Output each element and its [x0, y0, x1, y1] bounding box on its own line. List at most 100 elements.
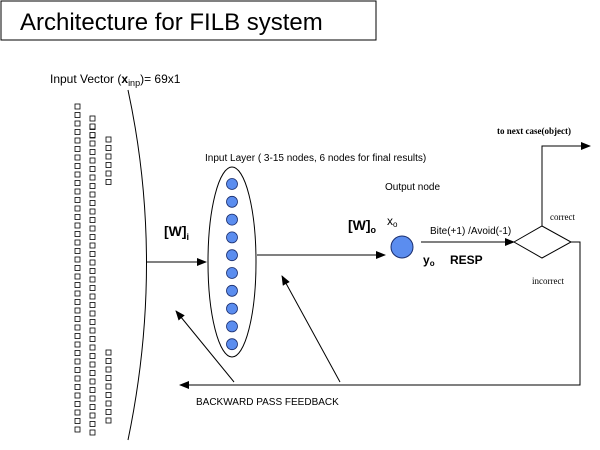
- input-vector-square: [74, 333, 81, 339]
- input-vector-square: [74, 299, 81, 305]
- input-vector-square: [74, 129, 81, 135]
- input-vector-square: [89, 276, 96, 283]
- input-vector-square: [74, 384, 81, 390]
- input-vector-square: [74, 248, 81, 254]
- input-vector-square: [105, 179, 112, 185]
- resp-label: RESP: [450, 253, 483, 267]
- input-vector-square: [89, 378, 96, 385]
- input-vector-square: [74, 375, 81, 382]
- input-vector-square: [74, 426, 81, 433]
- input-vector-square: [89, 259, 96, 266]
- correct-path-arrow: [541, 142, 591, 226]
- input-vector-square: [74, 290, 81, 297]
- input-vector-square: [89, 361, 96, 368]
- input-layer-ellipse: [207, 166, 257, 358]
- input-vector-square: [89, 242, 96, 249]
- input-vector-square: [89, 421, 96, 427]
- input-vector-square: [105, 417, 112, 424]
- input-vector-square: [74, 163, 81, 169]
- input-layer-nodes: [226, 178, 238, 351]
- input-vector-square: [89, 132, 96, 138]
- input-vector-square: [89, 327, 96, 334]
- input-vector-squares: [74, 103, 112, 436]
- input-vector-square: [89, 166, 96, 172]
- input-layer-node: [226, 249, 238, 262]
- input-vector-square: [105, 349, 112, 356]
- input-layer-node: [226, 302, 238, 315]
- input-vector-bracket: [127, 89, 147, 441]
- input-vector-square: [105, 383, 112, 390]
- input-layer-node: [226, 213, 238, 226]
- input-vector-label: Input Vector (xinp)= 69x1: [50, 72, 181, 88]
- feedback-label: BACKWARD PASS FEEDBACK: [196, 397, 339, 408]
- input-vector-square: [74, 188, 81, 195]
- input-vector-square: [74, 265, 81, 271]
- title-box: [0, 0, 377, 41]
- feedback-to-output-weights-arrow: [281, 275, 341, 383]
- weights-out-label: [W]o: [348, 217, 377, 235]
- input-vector-square: [74, 154, 81, 161]
- input-vector-square: [89, 344, 96, 351]
- input-vector-square: [89, 183, 96, 189]
- input-vector-square: [74, 103, 81, 110]
- input-vector-square: [105, 392, 112, 398]
- input-vector-square: [89, 353, 96, 359]
- input-vector-square: [74, 358, 81, 365]
- input-vector-square: [74, 282, 81, 288]
- input-vector-square: [74, 316, 81, 322]
- input-vector-square: [89, 149, 96, 155]
- input-vector-square: [89, 285, 96, 291]
- input-vector-square: [74, 401, 81, 407]
- input-vector-square: [89, 174, 96, 181]
- input-vector-square: [74, 112, 81, 118]
- input-vector-square: [74, 324, 81, 331]
- input-vector-square: [89, 336, 96, 342]
- input-layer-label: Input Layer ( 3-15 nodes, 6 nodes for fi…: [205, 153, 426, 164]
- input-layer-node: [226, 195, 238, 208]
- input-vector-square: [89, 225, 96, 232]
- input-vector-square: [89, 370, 96, 376]
- input-vector-square: [89, 268, 96, 274]
- weights-in-label: [W]i: [164, 223, 189, 242]
- input-vector-square: [74, 239, 81, 246]
- input-vector-square: [74, 409, 81, 416]
- input-vector-square: [74, 222, 81, 229]
- decision-diamond: [512, 225, 573, 259]
- input-vector-square: [74, 418, 81, 424]
- input-vector-square: [105, 145, 112, 151]
- input-vector-square: [74, 273, 81, 280]
- input-layer-node: [226, 178, 238, 190]
- output-node: [390, 235, 414, 259]
- input-vector-square: [105, 409, 112, 415]
- input-vector-square: [74, 392, 81, 399]
- input-vector-square: [74, 180, 81, 186]
- input-vector-square: [74, 120, 81, 127]
- input-vector-square: [74, 146, 81, 152]
- input-vector-square: [74, 137, 81, 144]
- input-vector-square: [105, 375, 112, 381]
- input-vector-square: [105, 162, 112, 168]
- incorrect-label: incorrect: [532, 276, 564, 286]
- input-vector-square: [74, 341, 81, 348]
- input-vector-square: [89, 429, 96, 436]
- y-out-label: yo: [423, 253, 435, 268]
- input-layer-node: [226, 267, 238, 279]
- input-layer-node: [226, 231, 238, 244]
- input-vector-square: [74, 367, 81, 373]
- input-vector-square: [105, 153, 112, 160]
- input-vector-square: [105, 136, 112, 143]
- input-vector-square: [89, 404, 96, 410]
- input-vector-square: [105, 170, 112, 177]
- input-vector-square: [89, 157, 96, 164]
- input-vector-square: [74, 231, 81, 237]
- input-vector-square: [89, 140, 96, 147]
- input-layer-node: [226, 320, 238, 333]
- bite-avoid-label: Bite(+1) /Avoid(-1): [430, 226, 511, 237]
- input-vector-square: [89, 123, 96, 130]
- input-vector-square: [74, 256, 81, 263]
- input-vector-square: [105, 366, 112, 373]
- output-node-label: Output node: [385, 182, 440, 193]
- input-vector-square: [89, 234, 96, 240]
- input-vector-square: [89, 310, 96, 317]
